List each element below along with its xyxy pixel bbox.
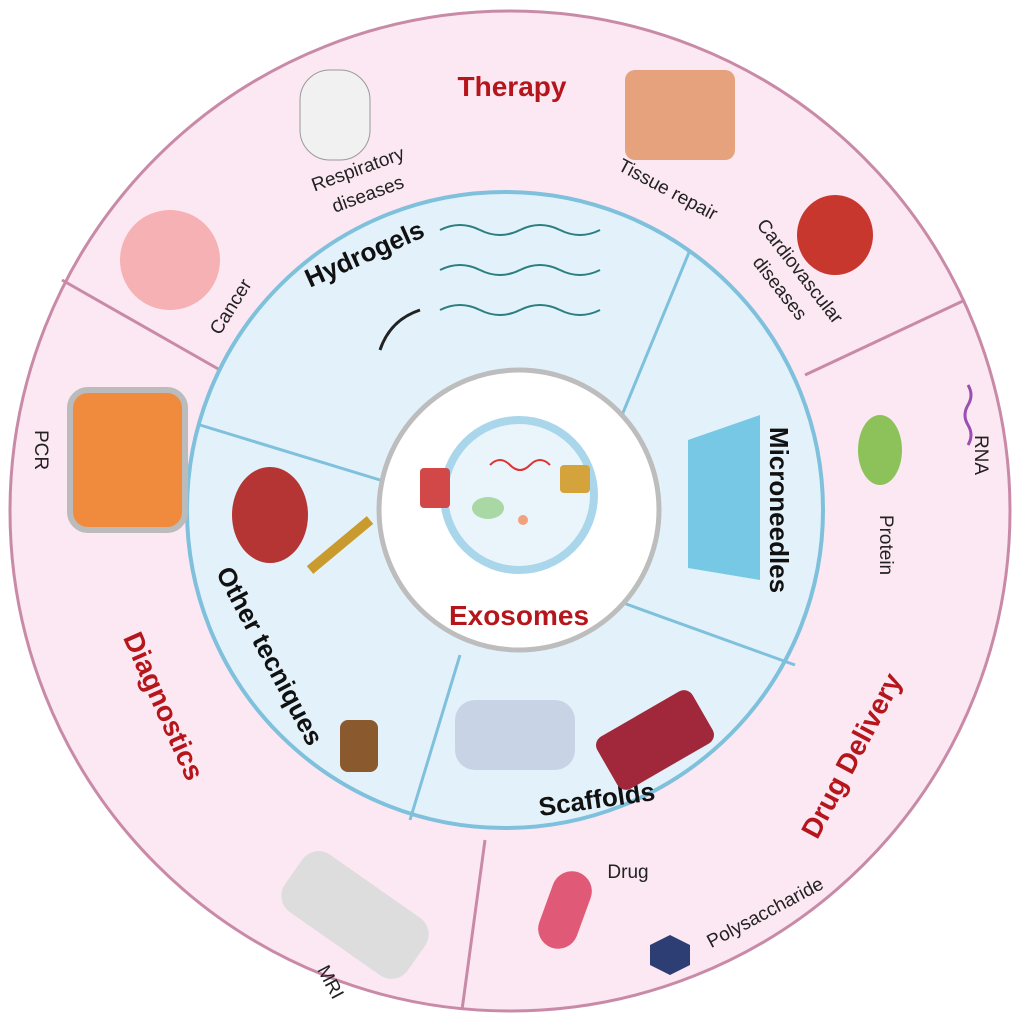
label-rna: RNA <box>970 435 991 475</box>
skin-tissue-icon <box>625 70 735 160</box>
mri-machine-icon <box>281 851 429 979</box>
heart-section-icon <box>232 467 308 563</box>
label-protein: Protein <box>875 515 896 575</box>
cancer-cells-icon <box>120 210 220 310</box>
rna-strand-icon <box>963 384 973 446</box>
nasal-spray-icon <box>340 720 378 772</box>
polysaccharide-icon <box>650 935 690 975</box>
protein-cargo-icon <box>472 497 504 519</box>
therapy-title: Therapy <box>458 71 567 102</box>
lungs-icon <box>299 69 371 161</box>
middle-divider <box>408 654 462 821</box>
rna-icon <box>489 459 551 471</box>
exosome-icon <box>440 416 598 574</box>
microneedle-patch-icon <box>688 415 760 580</box>
hydrogel-mesh-icon <box>439 224 601 316</box>
middle-divider <box>199 423 381 482</box>
arrow-icon <box>378 308 421 351</box>
membrane-protein-icon <box>420 468 450 508</box>
scaffold-icon <box>455 700 575 770</box>
label-pcr: PCR <box>30 430 51 470</box>
cargo-dot-icon <box>518 515 528 525</box>
outer-divider <box>804 298 966 377</box>
pcr-machine-icon <box>67 387 188 533</box>
syringe-icon <box>306 516 374 574</box>
drug-capsule-icon <box>538 871 592 949</box>
enzyme-icon <box>560 465 590 493</box>
center-title: Exosomes <box>449 600 589 631</box>
middle-divider <box>614 598 796 667</box>
outer-divider <box>61 278 221 372</box>
protein-icon <box>858 415 902 485</box>
label-drug: Drug <box>607 862 648 883</box>
heart-icon <box>797 195 873 275</box>
microneedles-label: Microneedles <box>764 427 794 593</box>
vessel-scaffold-icon <box>596 690 714 790</box>
middle-divider <box>618 249 692 421</box>
outer-divider <box>460 839 487 1011</box>
